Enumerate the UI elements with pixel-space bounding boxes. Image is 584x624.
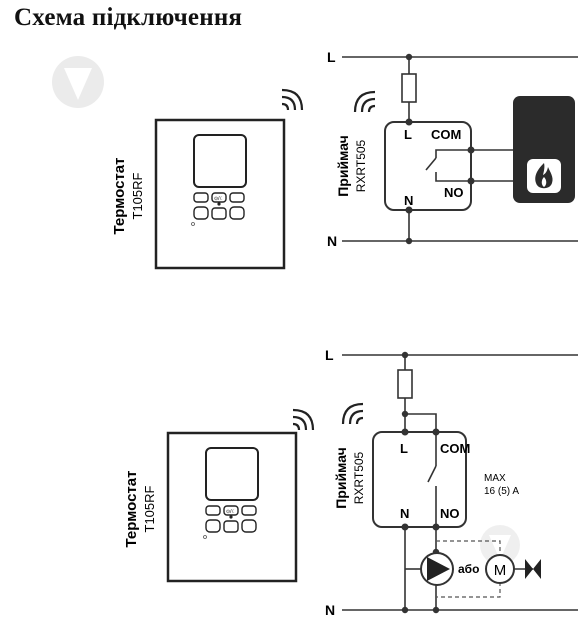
thermostat-keypad: ⊙/☾	[205, 505, 257, 533]
receiver-name: Приймач	[333, 447, 349, 509]
thermostat-display	[205, 447, 259, 501]
thermostat-keypad: ⊙/☾	[193, 192, 245, 220]
pump-icon	[405, 552, 454, 586]
receiver-device: L N COM NO	[384, 118, 475, 214]
mode-key-label: ⊙/☾	[226, 509, 236, 515]
receiver-model: RXRT505	[352, 451, 366, 504]
fuse	[401, 73, 417, 103]
thermostat-wireless-icon	[292, 408, 315, 431]
top-scheme: ⊙/☾ Термостат T105RF L N	[111, 49, 578, 270]
thermostat-model: T105RF	[142, 485, 157, 532]
terminal-NO: NO	[440, 506, 460, 521]
receiver-model: RXRT505	[354, 139, 368, 192]
line-L-label: L	[327, 49, 336, 65]
thermostat-wireless-icon	[281, 88, 304, 111]
thermostat-device: ⊙/☾	[166, 431, 298, 583]
terminal-COM: COM	[431, 127, 461, 142]
thermostat-name: Термостат	[111, 158, 128, 235]
thermostat-display	[193, 134, 247, 188]
receiver-wireless-icon	[341, 402, 364, 425]
line-L-label: L	[325, 347, 334, 363]
terminal-L: L	[400, 441, 408, 456]
thermostat-name: Термостат	[123, 471, 140, 548]
terminal-NO: NO	[444, 185, 464, 200]
fuse	[397, 369, 413, 399]
thermostat-device: ⊙/☾	[154, 118, 286, 270]
mode-key-label: ⊙/☾	[214, 196, 224, 202]
flame-icon	[535, 163, 553, 189]
terminal-N: N	[400, 506, 409, 521]
terminal-COM: COM	[440, 441, 470, 456]
terminal-L: L	[404, 127, 412, 142]
thermostat-model: T105RF	[130, 172, 145, 219]
or-label: або	[458, 562, 479, 576]
valve-icon: M	[485, 554, 541, 584]
receiver-wireless-icon	[353, 90, 376, 113]
current-rating: 16 (5) A	[484, 486, 519, 497]
receiver-device: L COM N NO	[372, 428, 470, 531]
terminal-N: N	[404, 193, 413, 208]
max-label: MAX	[484, 473, 506, 484]
page-title: Схема підключення	[14, 4, 243, 31]
receiver-name: Приймач	[335, 135, 351, 197]
watermark-logo	[52, 56, 520, 565]
bottom-scheme: ⊙/☾ Термостат T105RF L N	[123, 347, 578, 618]
line-N-label: N	[325, 602, 335, 618]
line-N-label: N	[327, 233, 337, 249]
motor-label: M	[494, 562, 507, 579]
